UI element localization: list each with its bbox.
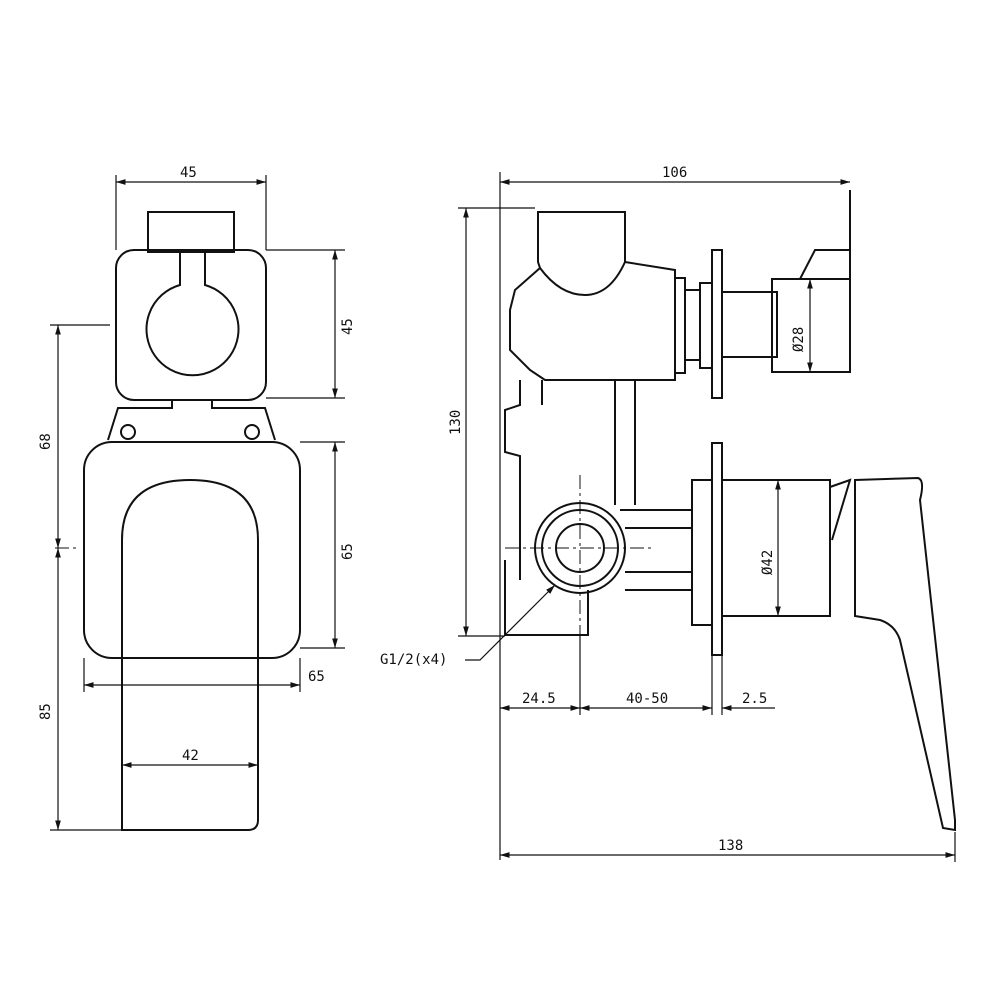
diverter-stem: [147, 211, 235, 253]
dim-front-offset: 68: [38, 433, 54, 450]
mounting-bracket: [107, 399, 276, 441]
front-view: 45 45 68 85 65 65 42: [38, 165, 356, 831]
mixer-lever: [121, 478, 259, 831]
mixer-lever-side: [854, 476, 956, 832]
dim-diameter-small: Ø28: [791, 327, 807, 352]
dim-depth-wall: 40-50: [626, 691, 668, 707]
dim-side-height: 130: [448, 410, 464, 435]
diverter-cover-plate: [711, 249, 723, 399]
mixer-cover-plate: [711, 442, 723, 656]
mixer-plate: [83, 441, 301, 659]
dim-front-plate-height: 65: [340, 543, 356, 560]
side-view: 106 130 Ø28 Ø42 G1/2(x4) 24.5 40-50 2.5 …: [380, 165, 956, 862]
mixer-body-side: [721, 479, 831, 617]
diverter-body: [509, 261, 676, 381]
dim-diameter-large: Ø42: [760, 550, 776, 575]
dim-front-plate-width: 65: [308, 669, 325, 685]
dim-depth-plate: 2.5: [742, 691, 767, 707]
diverter-plate: [115, 249, 267, 401]
diverter-knob-side: [771, 278, 851, 373]
thread-callout: G1/2(x4): [380, 652, 447, 668]
dim-front-top-width: 45: [180, 165, 197, 181]
diverter-stem-side: [537, 211, 626, 297]
dim-front-lever-length: 85: [38, 703, 54, 720]
dim-front-top-height: 45: [340, 318, 356, 335]
screw-hole: [120, 424, 136, 440]
dim-front-lever-width: 42: [182, 748, 199, 764]
dim-side-total-width: 138: [718, 838, 743, 854]
dim-side-top-width: 106: [662, 165, 687, 181]
dim-depth-body: 24.5: [522, 691, 556, 707]
screw-hole: [244, 424, 260, 440]
diverter-knob: [145, 252, 240, 377]
